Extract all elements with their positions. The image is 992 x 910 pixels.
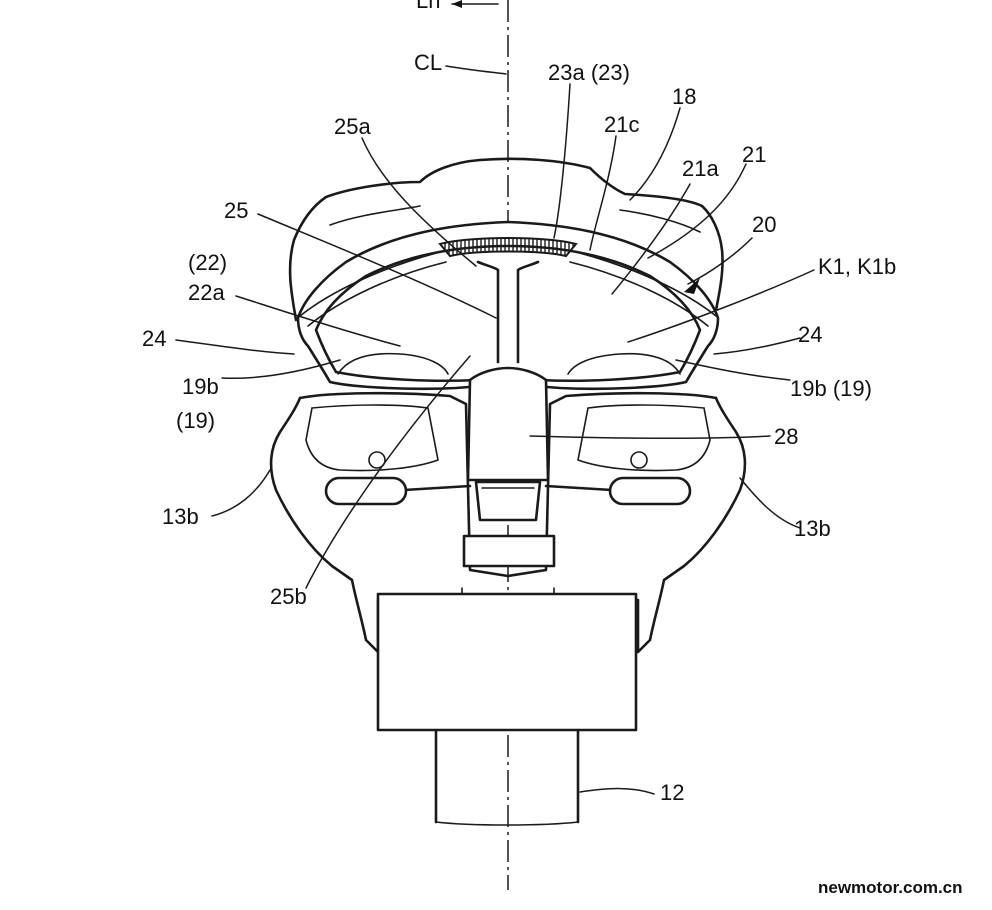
led-strip	[438, 237, 578, 258]
center-divider	[476, 260, 540, 364]
label-21a: 21a	[682, 156, 719, 181]
label-19b-right: 19b (19)	[790, 376, 872, 401]
lamp-left	[337, 352, 449, 375]
label-direction: Lh	[416, 0, 440, 13]
label-25a: 25a	[334, 114, 371, 139]
label-22a: 22a	[188, 280, 225, 305]
label-19-paren: (19)	[176, 408, 215, 433]
lamp-right	[567, 352, 681, 375]
label-25: 25	[224, 198, 248, 223]
light-guide-left	[299, 251, 441, 317]
seat-cowl	[288, 157, 724, 322]
bracket-tip	[474, 480, 542, 522]
label-13b-left: 13b	[162, 504, 199, 529]
license-bracket	[466, 366, 550, 482]
label-24-left: 24	[142, 326, 166, 351]
bolt-right	[630, 451, 648, 469]
signal-stalks	[402, 484, 614, 492]
label-21c: 21c	[604, 112, 639, 137]
light-guide-right	[569, 261, 709, 327]
bolt-left	[368, 451, 386, 469]
label-20: 20	[752, 212, 776, 237]
side-cover-left	[269, 396, 434, 654]
turn-signal-left	[324, 476, 408, 506]
watermark: newmotor.com.cn	[818, 878, 963, 897]
label-25b: 25b	[270, 584, 307, 609]
cowl-line	[329, 205, 421, 226]
right-recess	[577, 404, 711, 472]
label-22-paren: (22)	[188, 250, 227, 275]
cowl-line	[619, 209, 701, 233]
lower-body	[298, 391, 718, 578]
label-23a: 23a (23)	[548, 60, 630, 85]
label-19b-left: 19b	[182, 374, 219, 399]
turn-signal-right	[608, 476, 692, 506]
side-cover-right	[582, 396, 747, 654]
label-18: 18	[672, 84, 696, 109]
license-plate	[376, 592, 638, 732]
label-28: 28	[774, 424, 798, 449]
reflector	[462, 534, 556, 568]
label-cl: CL	[414, 50, 442, 75]
light-guide-right	[575, 251, 717, 317]
label-13b-right: 13b	[794, 516, 831, 541]
light-guide-left	[307, 261, 447, 327]
rear-tire	[434, 728, 580, 824]
direction-arrow	[451, 0, 499, 8]
label-21: 21	[742, 142, 766, 167]
tire-base	[435, 821, 579, 826]
label-24-right: 24	[798, 322, 822, 347]
label-12: 12	[660, 780, 684, 805]
left-recess	[305, 404, 439, 472]
label-k1: K1, K1b	[818, 254, 896, 279]
